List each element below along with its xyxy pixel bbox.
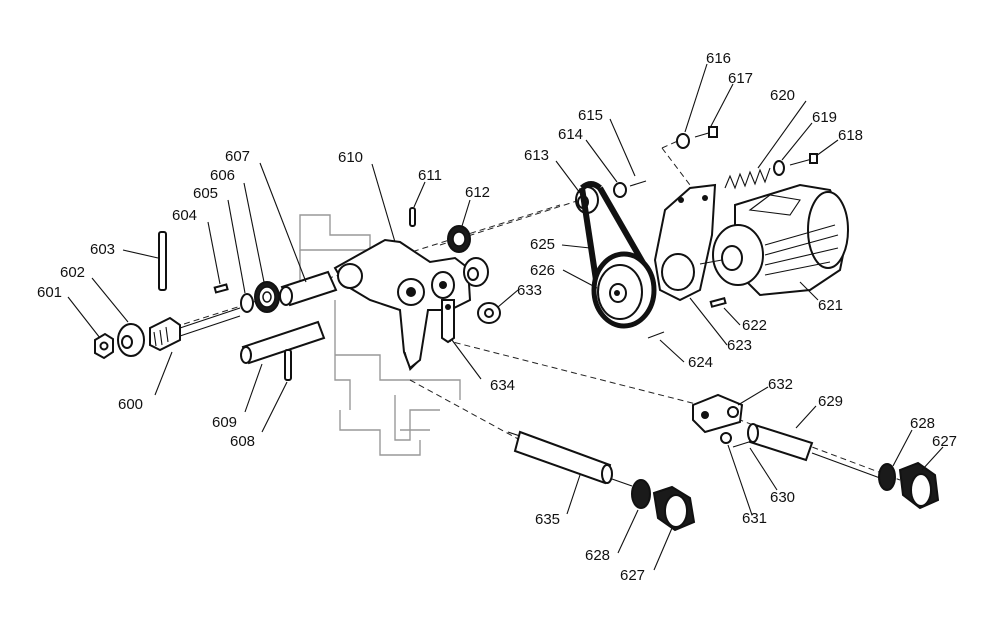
leader-lines: [67, 63, 944, 571]
part-623-motor-plate: [653, 183, 717, 302]
part-610-bracket: [333, 238, 472, 372]
label-621: 621: [818, 297, 843, 314]
part-630-screw: [732, 440, 753, 448]
part-628-right-washer: [878, 463, 896, 491]
label-624: 624: [688, 354, 713, 371]
label-610: 610: [338, 149, 363, 166]
part-633-washer: [477, 302, 501, 324]
label-631: 631: [742, 510, 767, 527]
label-600: 600: [118, 396, 143, 413]
label-602: 602: [60, 264, 85, 281]
bracket-roller: [463, 257, 489, 287]
label-612: 612: [465, 184, 490, 201]
part-606-bearing: [254, 281, 280, 313]
label-614: 614: [558, 126, 583, 143]
label-630: 630: [770, 489, 795, 506]
label-611: 611: [418, 167, 442, 184]
label-625: 625: [530, 236, 555, 253]
machine-frame-outline: [299, 214, 461, 456]
part-609-rod: [240, 320, 326, 365]
part-635-rod: [507, 430, 633, 487]
part-621-motor: [699, 183, 850, 297]
label-608: 608: [230, 433, 255, 450]
part-626-large-pulley: [591, 251, 657, 329]
label-622: 622: [742, 317, 767, 334]
label-634: 634: [490, 377, 515, 394]
label-609: 609: [212, 414, 237, 431]
label-606: 606: [210, 167, 235, 184]
part-labels: 601 602 603 604 605 606 607 608 609 610 …: [37, 50, 957, 584]
part-612-bearing: [447, 225, 471, 253]
part-627-right-knob: [898, 461, 940, 510]
part-601-nut: [94, 332, 114, 360]
part-605-snap-ring: [240, 293, 254, 313]
label-607: 607: [225, 148, 250, 165]
label-616: 616: [706, 50, 731, 67]
part-632-clamp: [692, 393, 744, 434]
label-601: 601: [37, 284, 62, 301]
part-622-key: [709, 297, 727, 308]
part-620-spring: [724, 167, 771, 190]
part-619-washer: [773, 160, 785, 176]
part-600-shaft: [149, 307, 241, 352]
part-628-left-washer: [631, 479, 651, 509]
part-617-screw: [694, 126, 718, 138]
label-627-left: 627: [620, 567, 645, 584]
label-613: 613: [524, 147, 549, 164]
part-618-screw: [789, 153, 818, 166]
label-635: 635: [535, 511, 560, 528]
label-615: 615: [578, 107, 603, 124]
part-614-washer: [613, 182, 627, 198]
label-628-left: 628: [585, 547, 610, 564]
label-617: 617: [728, 70, 753, 87]
label-604: 604: [172, 207, 197, 224]
part-607-sleeve: [279, 270, 338, 307]
part-629-rod: [747, 423, 881, 479]
label-603: 603: [90, 241, 115, 258]
part-602-collar: [117, 323, 145, 357]
part-611-pin: [409, 207, 416, 227]
part-608-pin: [284, 349, 292, 381]
label-629: 629: [818, 393, 843, 410]
label-605: 605: [193, 185, 218, 202]
part-631-washer: [720, 432, 732, 444]
label-633: 633: [517, 282, 542, 299]
part-627-left-knob: [652, 485, 696, 532]
label-620: 620: [770, 87, 795, 104]
label-623: 623: [727, 337, 752, 354]
label-626: 626: [530, 262, 555, 279]
label-619: 619: [812, 109, 837, 126]
label-627-right: 627: [932, 433, 957, 450]
label-618: 618: [838, 127, 863, 144]
part-616-washer: [676, 133, 690, 149]
part-603-pin: [158, 231, 167, 291]
part-604-key: [213, 283, 229, 294]
part-624-screw: [647, 331, 665, 339]
label-628-right: 628: [910, 415, 935, 432]
label-632: 632: [768, 376, 793, 393]
part-634-link: [441, 299, 455, 344]
part-615-screw: [629, 180, 647, 187]
